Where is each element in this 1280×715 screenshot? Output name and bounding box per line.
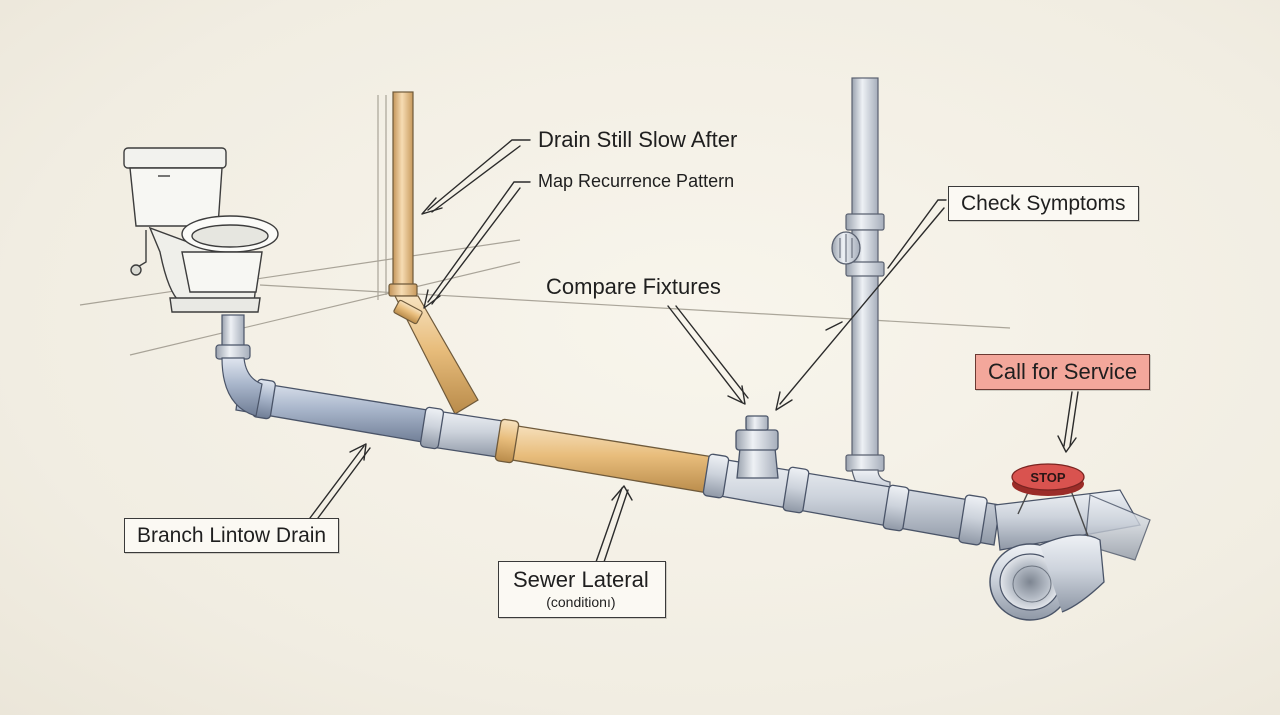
callout-leaders: [309, 139, 1079, 563]
stop-sign-icon: STOP: [1011, 463, 1089, 537]
main-drain-line: [235, 379, 1151, 561]
label-branch-drain: Branch Lintow Drain: [124, 518, 340, 554]
toilet-drain-elbow: [215, 314, 263, 417]
label-map-recurrence: Map Recurrence Pattern: [538, 171, 735, 191]
label-compare-fixtures: Compare Fixtures: [546, 274, 721, 299]
label-check-symptoms: Check Symptoms: [948, 186, 1139, 222]
cleanout-icon: [735, 415, 779, 479]
room-sketch-lines: [79, 95, 1011, 356]
label-sewer-lateral: Sewer Lateral: [513, 567, 649, 592]
vent-stack-orange: [388, 91, 479, 415]
label-call-for-service: Call for Service: [975, 354, 1151, 391]
vent-stack-gray: [845, 77, 891, 506]
valve-icon: [831, 231, 861, 265]
label-sewer-condition: (conditionı): [546, 594, 616, 611]
label-sewer-lateral-box: Sewer Lateral (conditionı): [498, 561, 666, 618]
toilet-icon: [123, 147, 279, 313]
pipe-couplings: [252, 378, 988, 546]
sewer-outlet-opening: [989, 534, 1105, 621]
label-drain-still-slow: Drain Still Slow After: [538, 127, 738, 152]
stop-sign-text: STOP: [1030, 470, 1065, 485]
